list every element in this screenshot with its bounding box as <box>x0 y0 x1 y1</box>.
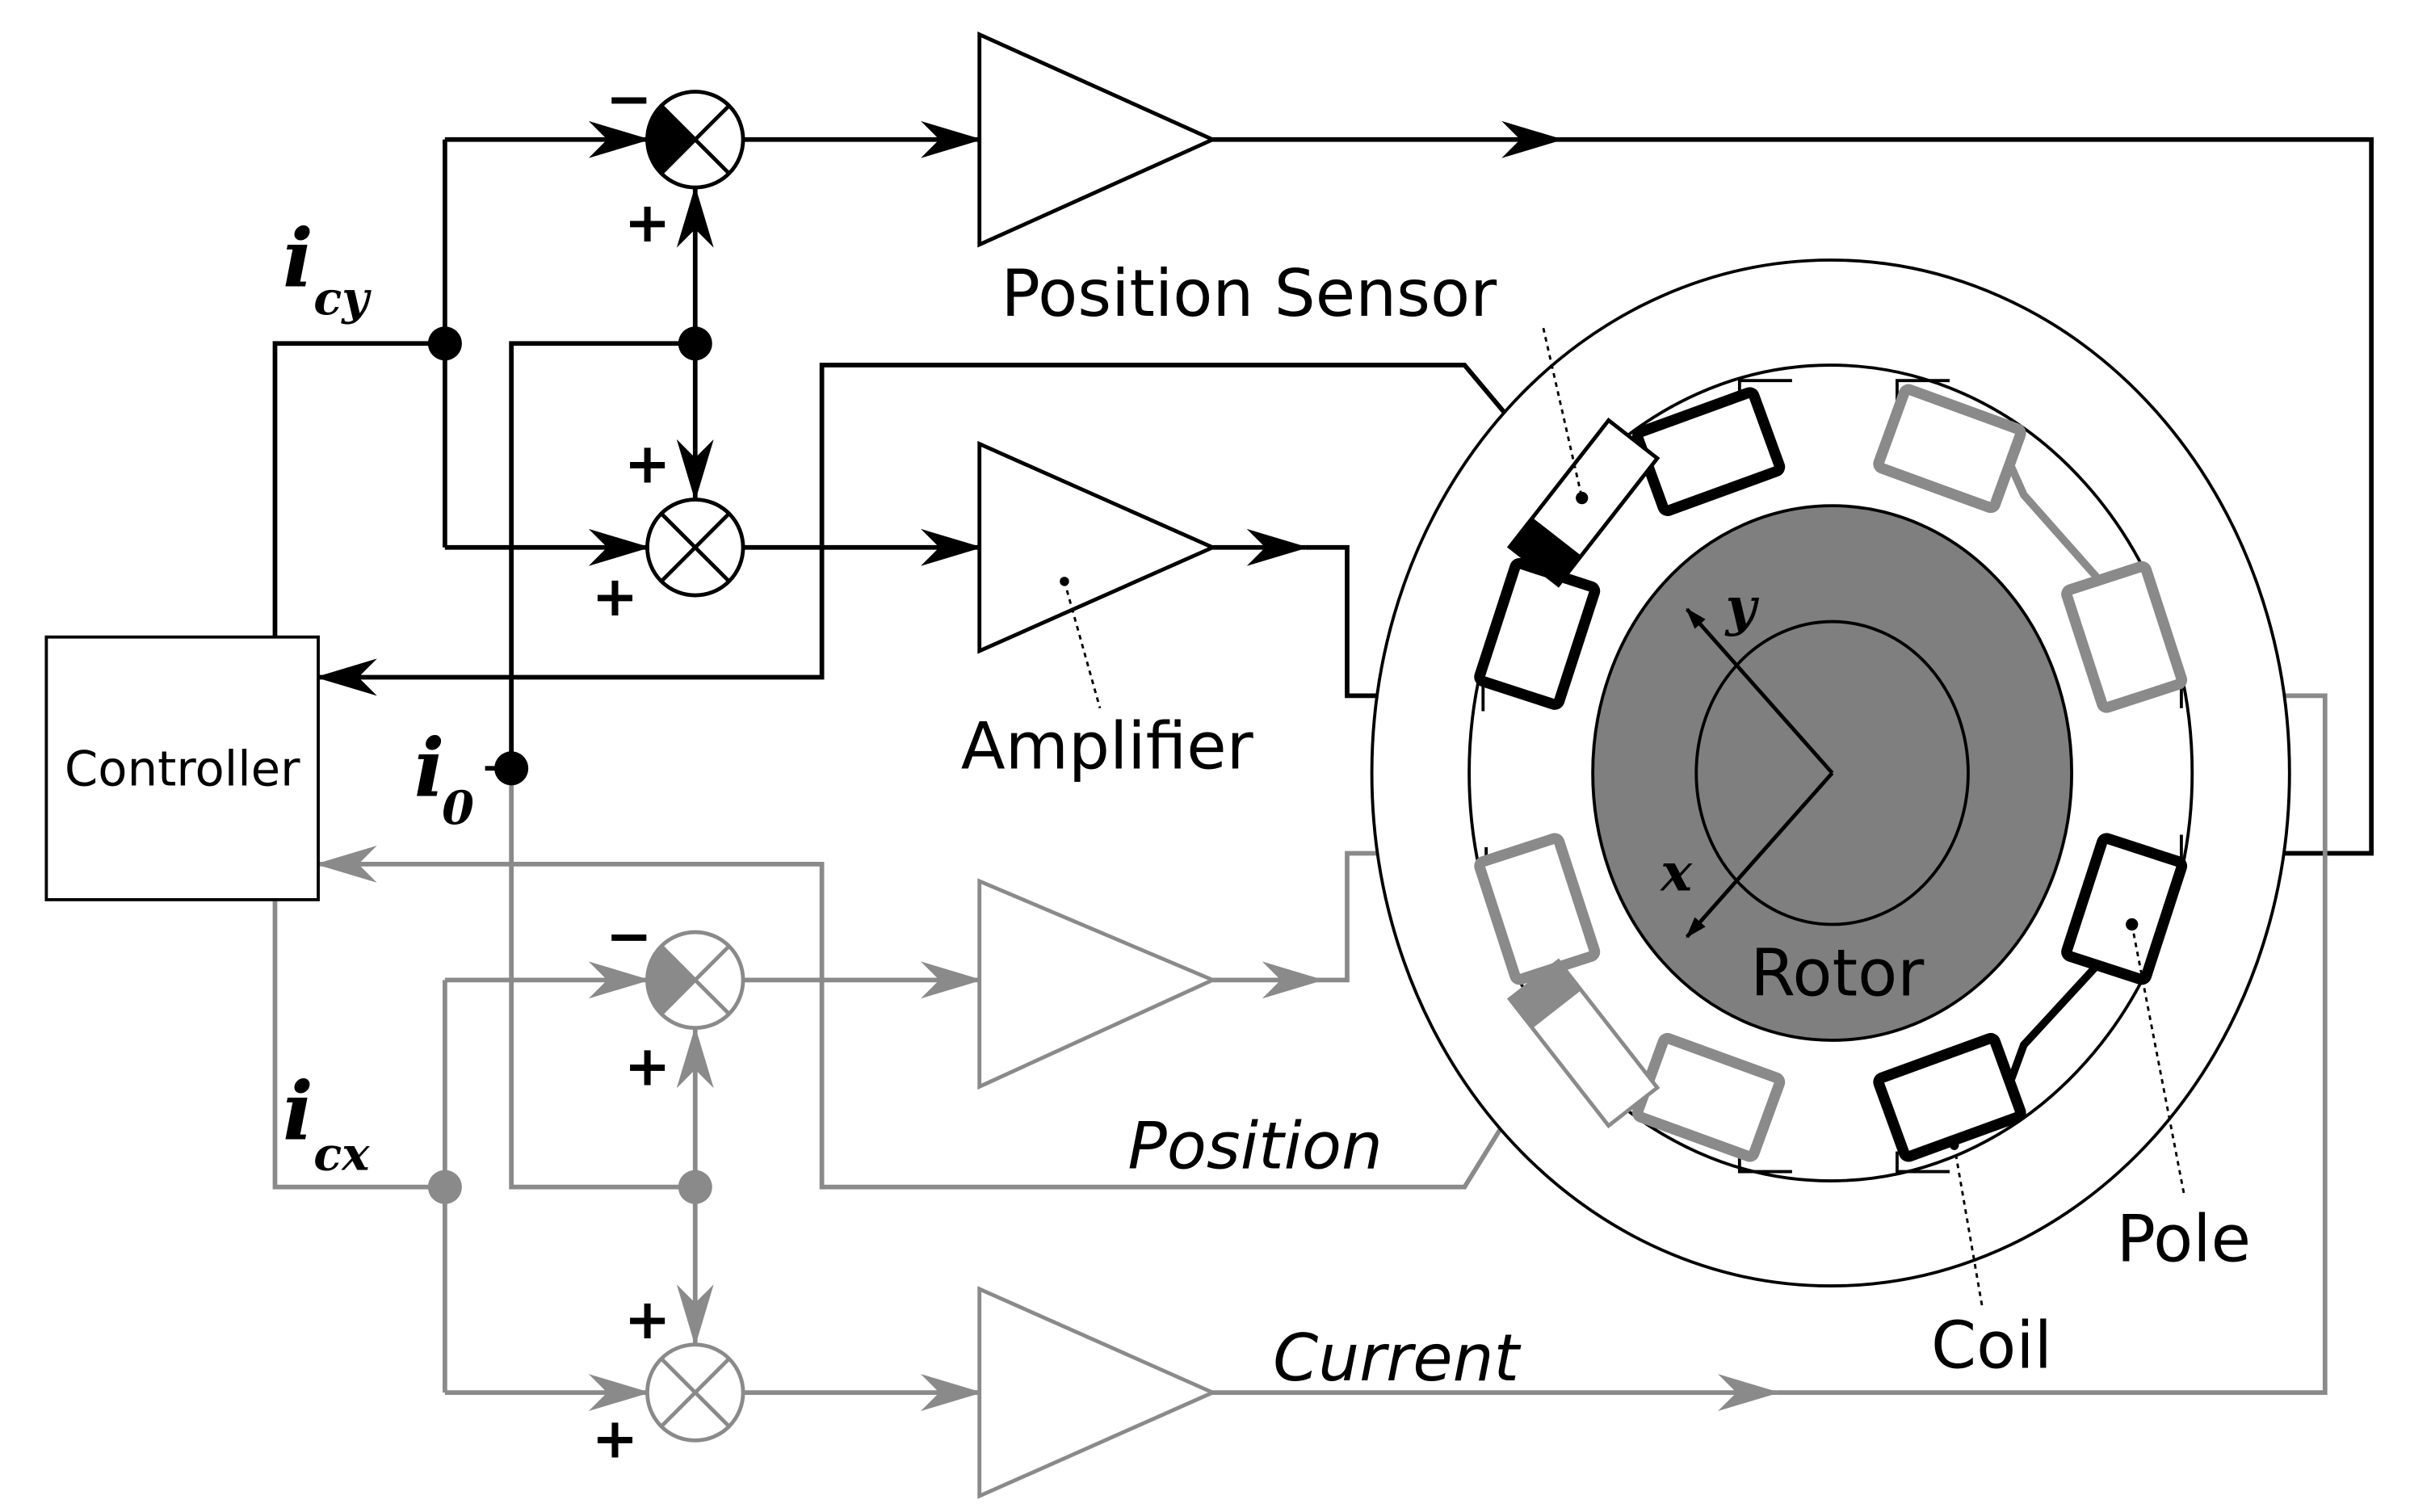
axis-x-arrow <box>1686 771 1834 939</box>
amplifier-upper-x <box>977 878 1218 1090</box>
sign-mid-y-plus-top: + <box>624 431 671 496</box>
amplifier-leader-dot <box>1060 577 1069 586</box>
sign-mid-y-plus-left: + <box>592 565 639 629</box>
magnetic-bearing: y x <box>1370 258 2291 1288</box>
summing-junction-top-y <box>645 90 745 190</box>
position-sensor-x <box>1506 958 1661 1129</box>
coil-black-right <box>2061 833 2188 985</box>
summing-signs: − + + + − + + + <box>592 67 671 1471</box>
position-sensor-label: Position Sensor <box>1001 255 1498 331</box>
position-label: Position <box>1127 1108 1383 1184</box>
amplifier-mid-y <box>977 440 1218 654</box>
i0-bottom-junction <box>678 1170 712 1204</box>
coil-label: Coil <box>1931 1307 2052 1383</box>
icy-sub: cy <box>313 271 372 326</box>
pole-label: Pole <box>2117 1200 2251 1276</box>
rotor-label: Rotor <box>1750 934 1925 1010</box>
summing-junction-lower-x <box>645 1342 745 1443</box>
rotor-inner-ring <box>1694 620 1970 926</box>
i0-top-junction <box>678 326 712 361</box>
i0-bus-top <box>509 341 695 769</box>
amplifier-lower-x <box>977 1286 1218 1499</box>
leader-lines <box>1063 327 2186 1307</box>
axis-y-label: y <box>1724 576 1760 637</box>
i0-base: i <box>414 722 445 816</box>
icy-variable-label: i cy <box>283 212 372 326</box>
coil-grey-top <box>1873 384 2026 514</box>
coil-grey-right <box>2061 561 2188 713</box>
rotor-axes <box>1686 607 1834 939</box>
coil-black-top <box>1631 387 1786 516</box>
coil-leader-dot <box>1949 1140 1959 1150</box>
icy-base: i <box>283 212 313 306</box>
icx-sub: cx <box>313 1127 370 1182</box>
i0-junction <box>494 751 529 786</box>
sign-lower-x-plus-left: + <box>592 1406 639 1471</box>
pole-leader-dot <box>2126 918 2139 931</box>
axis-x-label: x <box>1659 842 1693 903</box>
sign-top-y-minus: − <box>606 67 653 132</box>
amplifier-top-y <box>977 32 1218 248</box>
icx-line <box>272 901 445 1190</box>
icy-line <box>272 341 445 637</box>
controller-block <box>44 635 320 901</box>
summing-junction-upper-x <box>645 930 745 1031</box>
sign-upper-x-minus: − <box>606 905 653 969</box>
icy-junction <box>427 326 462 361</box>
axis-y-arrow <box>1686 607 1834 775</box>
controller-label: Controller <box>65 741 300 796</box>
i0-sub: 0 <box>442 780 474 835</box>
i0-bus-bottom <box>509 768 695 1190</box>
position-sensor-leader-dot <box>1576 491 1589 505</box>
icx-junction <box>427 1170 462 1204</box>
sign-top-y-plus: + <box>624 191 671 255</box>
summing-junction-mid-y <box>645 498 745 598</box>
sign-lower-x-plus-top: + <box>624 1287 671 1352</box>
icx-base: i <box>283 1065 313 1158</box>
coil-black-bottom <box>1873 1032 2026 1162</box>
y-position-feedback <box>315 363 1524 696</box>
x-position-feedback <box>315 845 1532 1190</box>
amplifier-leader <box>1063 581 1102 709</box>
i0-variable-label: i 0 <box>414 722 474 835</box>
x-channel-wiring <box>272 693 2328 1412</box>
icx-variable-label: i cx <box>283 1065 370 1181</box>
coils-x-grey <box>1474 384 2188 1162</box>
sign-upper-x-plus: + <box>624 1034 671 1098</box>
position-sensor-leader <box>1542 327 1584 498</box>
amplifier-label: Amplifier <box>961 708 1254 783</box>
junctions <box>427 326 712 1204</box>
current-label: Current <box>1273 1320 1521 1396</box>
